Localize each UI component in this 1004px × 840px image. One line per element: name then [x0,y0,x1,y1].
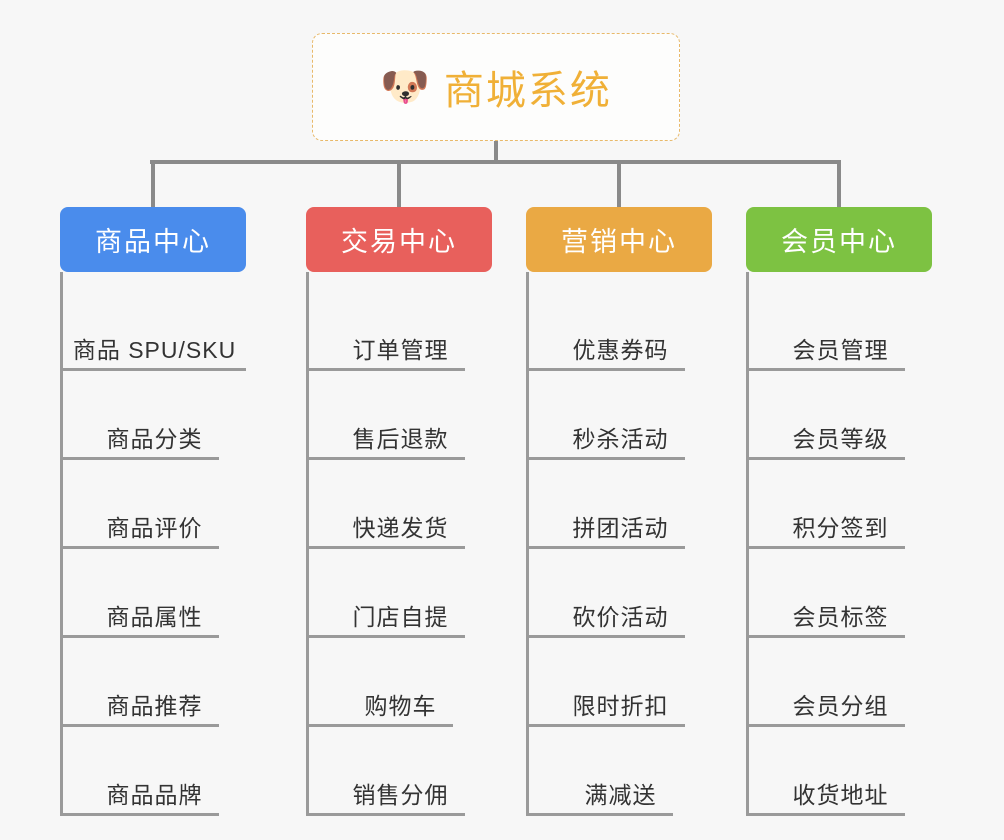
leaf-item[interactable]: 秒杀活动 [529,371,712,460]
leaf-list-member-center: 会员管理会员等级积分签到会员标签会员分组收货地址 [746,272,932,816]
leaf-item-label: 商品属性 [106,604,203,630]
leaf-item-rule [63,368,246,371]
leaf-item-label: 会员标签 [792,604,889,630]
connector-drop-member-center [837,160,841,208]
leaf-item-label: 销售分佣 [352,782,449,808]
leaf-item-label: 拼团活动 [572,515,669,541]
leaf-item-label: 商品 SPU/SKU [72,337,237,363]
column-product-center: 商品中心商品 SPU/SKU 商品分类商品评价商品属性商品推荐商品品牌 [60,207,246,816]
leaf-item-rule [63,724,219,727]
connector-bus [150,160,841,164]
leaf-item-label: 秒杀活动 [572,426,669,452]
leaf-item[interactable]: 订单管理 [309,282,492,371]
leaf-item-rule [309,546,465,549]
leaf-item-rule [63,457,219,460]
column-marketing-center: 营销中心优惠券码秒杀活动拼团活动砍价活动限时折扣满减送 [526,207,712,816]
leaf-item[interactable]: 会员分组 [749,638,932,727]
leaf-item-rule [309,813,465,816]
leaf-item[interactable]: 门店自提 [309,549,492,638]
leaf-item[interactable]: 砍价活动 [529,549,712,638]
leaf-item[interactable]: 积分签到 [749,460,932,549]
category-header-trade-center[interactable]: 交易中心 [306,207,492,272]
leaf-item-label: 限时折扣 [572,693,669,719]
leaf-item-rule [749,813,905,816]
leaf-list-trade-center: 订单管理售后退款快递发货门店自提购物车销售分佣 [306,272,492,816]
leaf-item-label: 门店自提 [352,604,449,630]
leaf-item[interactable]: 会员管理 [749,282,932,371]
category-header-product-center[interactable]: 商品中心 [60,207,246,272]
leaf-item[interactable]: 商品评价 [63,460,246,549]
leaf-item[interactable]: 销售分佣 [309,727,492,816]
leaf-item-rule [63,813,219,816]
leaf-item-label: 会员等级 [792,426,889,452]
shiba-dog-face-icon: 🐶 [380,65,430,109]
leaf-item[interactable]: 快递发货 [309,460,492,549]
leaf-item[interactable]: 售后退款 [309,371,492,460]
leaf-item-label: 商品品牌 [106,782,203,808]
leaf-item-rule [529,813,673,816]
leaf-item-rule [529,635,685,638]
leaf-list-marketing-center: 优惠券码秒杀活动拼团活动砍价活动限时折扣满减送 [526,272,712,816]
category-header-marketing-center[interactable]: 营销中心 [526,207,712,272]
leaf-item-rule [63,635,219,638]
leaf-item-rule [309,724,453,727]
leaf-item-rule [529,368,685,371]
leaf-item[interactable]: 商品品牌 [63,727,246,816]
leaf-item[interactable]: 商品分类 [63,371,246,460]
leaf-item-rule [529,546,685,549]
leaf-item[interactable]: 商品推荐 [63,638,246,727]
leaf-item-rule [749,546,905,549]
leaf-list-product-center: 商品 SPU/SKU 商品分类商品评价商品属性商品推荐商品品牌 [60,272,246,816]
connector-drop-marketing-center [617,160,621,208]
root-node[interactable]: 🐶 商城系统 [312,33,680,141]
column-member-center: 会员中心会员管理会员等级积分签到会员标签会员分组收货地址 [746,207,932,816]
leaf-item[interactable]: 商品属性 [63,549,246,638]
category-header-label: 交易中心 [341,227,457,257]
leaf-item-label: 商品分类 [106,426,203,452]
connector-trunk [494,141,498,163]
connector-drop-trade-center [397,160,401,208]
leaf-item-label: 会员管理 [792,337,889,363]
leaf-item-rule [309,368,465,371]
connector-drop-product-center [151,160,155,208]
column-trade-center: 交易中心订单管理售后退款快递发货门店自提购物车销售分佣 [306,207,492,816]
leaf-item[interactable]: 会员标签 [749,549,932,638]
leaf-item[interactable]: 优惠券码 [529,282,712,371]
leaf-item-label: 快递发货 [352,515,449,541]
leaf-item[interactable]: 购物车 [309,638,492,727]
root-title: 商城系统 [443,69,612,113]
leaf-item-label: 商品推荐 [106,693,203,719]
leaf-item-label: 售后退款 [352,426,449,452]
leaf-item-label: 优惠券码 [572,337,669,363]
leaf-item-rule [309,635,465,638]
leaf-item-rule [749,724,905,727]
leaf-item-label: 订单管理 [352,337,449,363]
leaf-item-label: 满减送 [584,782,657,808]
leaf-item-rule [749,635,905,638]
leaf-item[interactable]: 商品 SPU/SKU [63,282,246,371]
leaf-item[interactable]: 满减送 [529,727,712,816]
leaf-item[interactable]: 会员等级 [749,371,932,460]
leaf-item-label: 会员分组 [792,693,889,719]
leaf-item-rule [63,546,219,549]
category-header-label: 会员中心 [781,227,897,257]
category-header-label: 商品中心 [95,227,211,257]
leaf-item-rule [749,457,905,460]
category-header-label: 营销中心 [561,227,677,257]
leaf-item[interactable]: 限时折扣 [529,638,712,727]
leaf-item-rule [749,368,905,371]
leaf-item-rule [529,724,685,727]
leaf-item-label: 砍价活动 [572,604,669,630]
leaf-item-rule [309,457,465,460]
leaf-item-rule [529,457,685,460]
category-header-member-center[interactable]: 会员中心 [746,207,932,272]
leaf-item-label: 积分签到 [792,515,889,541]
leaf-item-label: 购物车 [364,693,437,719]
leaf-item[interactable]: 拼团活动 [529,460,712,549]
leaf-item[interactable]: 收货地址 [749,727,932,816]
leaf-item-label: 收货地址 [792,782,889,808]
leaf-item-label: 商品评价 [106,515,203,541]
